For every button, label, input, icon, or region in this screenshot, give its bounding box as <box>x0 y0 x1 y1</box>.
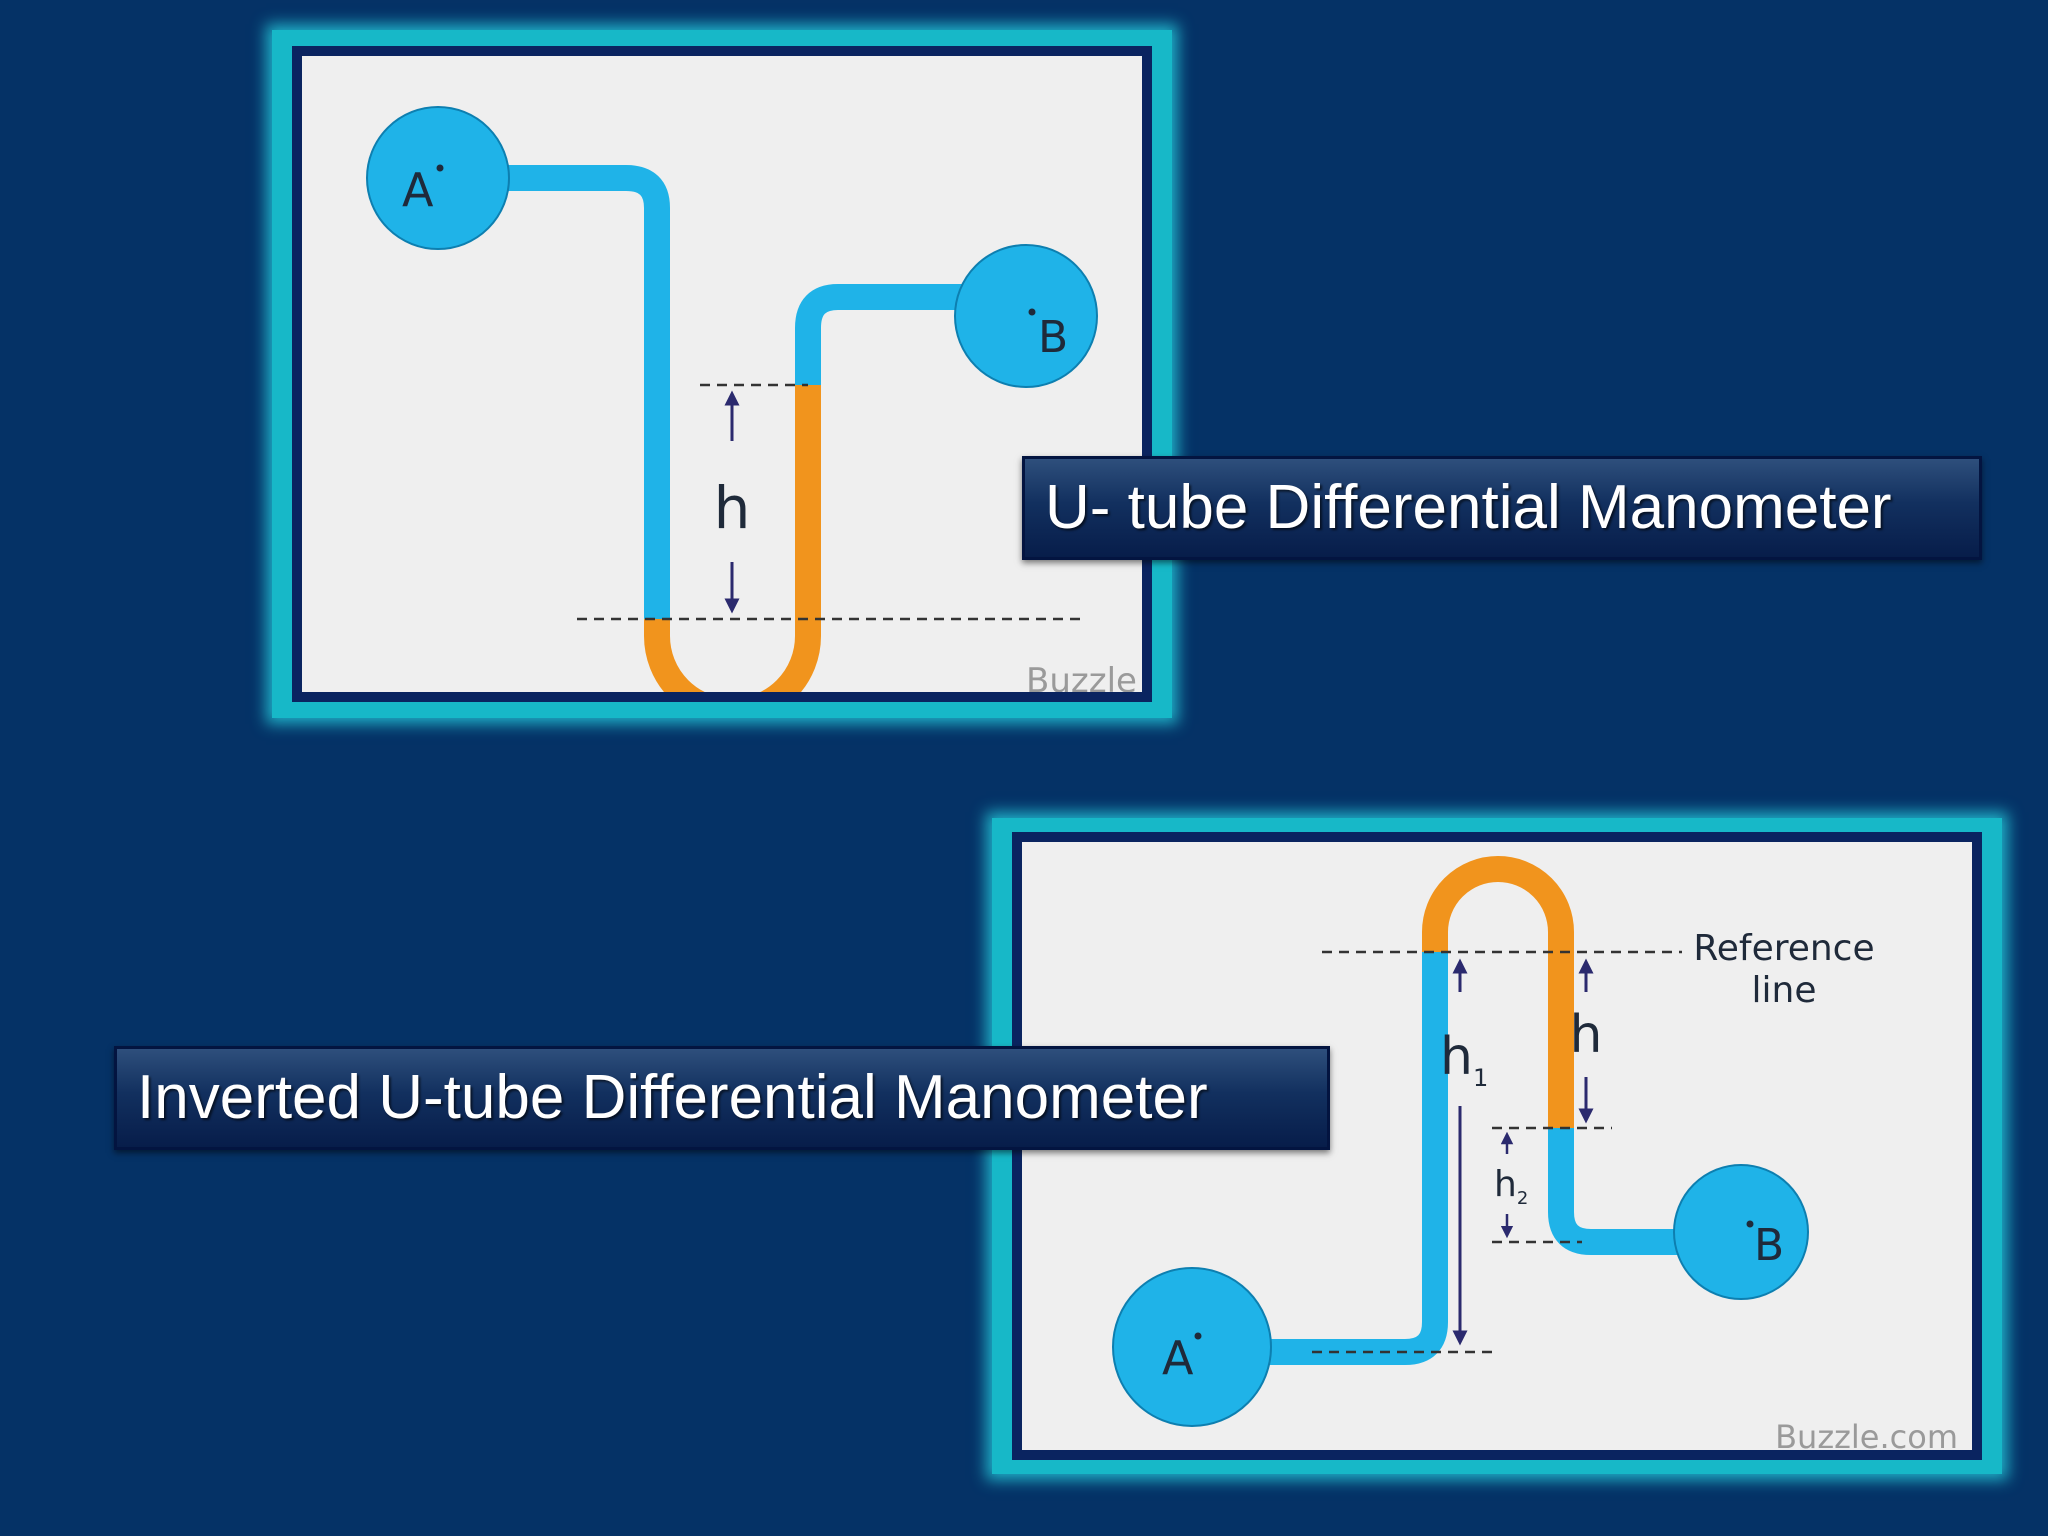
utube-diagram-panel: A B h Buzzle <box>292 46 1152 702</box>
vessel-b-label: B <box>1754 1220 1784 1271</box>
vessel-a <box>366 106 510 250</box>
vessel-b <box>954 244 1098 388</box>
vessel-a-label: A <box>1162 1331 1194 1385</box>
watermark-top: Buzzle <box>1026 661 1137 692</box>
h-label: h <box>714 474 751 542</box>
utube-diagram-frame: A B h Buzzle <box>272 30 1172 718</box>
vessel-b-label: B <box>1038 312 1068 363</box>
inverted-utube-diagram-panel: A B h1 h h2 Reference line Buzzle <box>1012 832 1982 1460</box>
inverted-utube-caption: Inverted U-tube Differential Manometer <box>114 1046 1330 1150</box>
vessel-b-dot <box>1028 308 1036 316</box>
utube-diagram: A B h Buzzle <box>366 106 1137 692</box>
inverted-right-pipe <box>1548 1128 1722 1255</box>
vessel-a-label: A <box>402 163 434 217</box>
h-label: h <box>1570 1005 1603 1065</box>
vessel-a <box>1112 1267 1272 1427</box>
utube-left-pipe <box>442 165 670 619</box>
inverted-manometer-fluid <box>1422 856 1574 1128</box>
utube-right-pipe <box>795 284 1002 385</box>
vessel-b-dot <box>1746 1220 1754 1228</box>
utube-caption: U- tube Differential Manometer <box>1022 456 1982 560</box>
vessel-a-dot <box>1194 1332 1202 1340</box>
watermark-bottom: Buzzle.com <box>1775 1418 1958 1450</box>
reference-line-label: Reference <box>1693 928 1874 969</box>
utube-manometer-fluid <box>644 385 821 692</box>
vessel-a-dot <box>436 164 444 172</box>
h2-label: h2 <box>1494 1164 1528 1209</box>
vessel-b <box>1673 1164 1809 1300</box>
reference-line-label-2: line <box>1752 970 1817 1011</box>
h1-label: h1 <box>1440 1027 1488 1092</box>
inverted-utube-diagram: A B h1 h h2 Reference line Buzzle <box>1112 856 1958 1450</box>
